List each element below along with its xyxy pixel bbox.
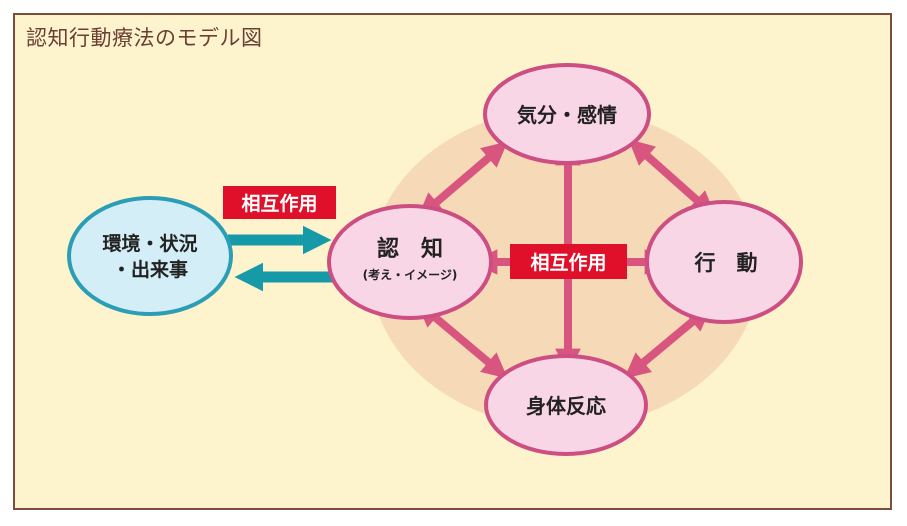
node-cognition: 認 知 (考え・イメージ) [327, 204, 493, 320]
badge-left-label: 相互作用 [241, 192, 317, 215]
arrow-behavior-body [624, 305, 712, 379]
node-body: 身体反応 [484, 354, 648, 456]
node-behavior-label: 行 動 [694, 251, 758, 275]
node-environment-line1: 環境・状況 [102, 232, 197, 255]
arrow-body-cognition [416, 301, 508, 379]
diagram-title: 認知行動療法のモデル図 [26, 26, 263, 50]
arrow-mood-behavior [628, 139, 716, 217]
badge-center: 相互作用 [510, 244, 627, 279]
node-environment: 環境・状況 ・出来事 [67, 196, 233, 316]
node-behavior: 行 動 [645, 200, 803, 324]
arrow-cognition-mood [417, 141, 508, 219]
environment-arrows [228, 225, 336, 292]
node-mood: 気分・感情 [483, 63, 651, 165]
node-environment-line2: ・出来事 [112, 258, 188, 281]
badge-center-label: 相互作用 [530, 251, 606, 274]
node-cognition-label: 認 知 [377, 236, 443, 262]
node-body-label: 身体反応 [526, 394, 606, 418]
node-mood-label: 気分・感情 [517, 103, 617, 127]
badge-left: 相互作用 [223, 186, 336, 219]
node-cognition-sub: (考え・イメージ) [363, 267, 458, 282]
